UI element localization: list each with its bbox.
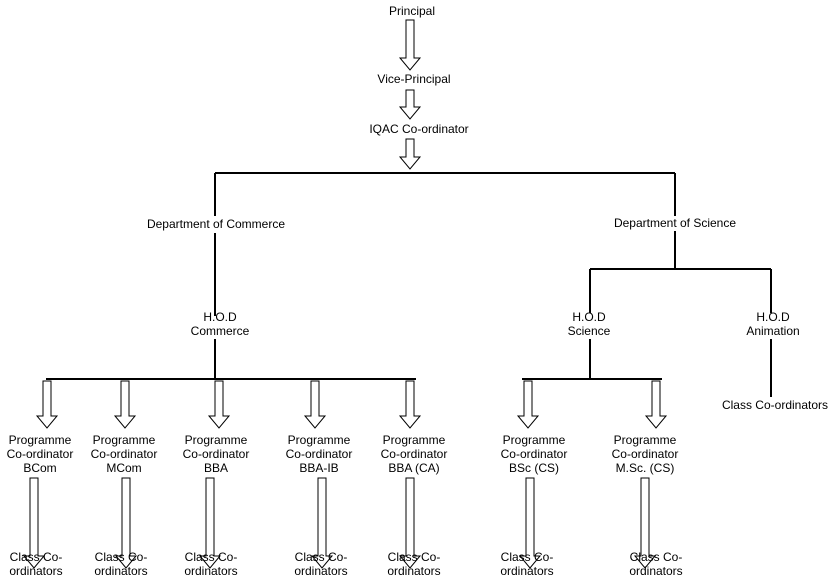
node-line: ordinators bbox=[629, 564, 682, 578]
node-line: Programme bbox=[503, 433, 566, 447]
node-line: Co-ordinator bbox=[612, 447, 679, 461]
node-iqac: IQAC Co-ordinator bbox=[369, 122, 468, 136]
node-dept-commerce: Department of Commerce bbox=[147, 217, 285, 231]
node-line: ordinators bbox=[94, 564, 147, 578]
arrow-bsc-to-class bbox=[518, 477, 542, 569]
hollow-arrows bbox=[22, 19, 668, 569]
node-line: Co-ordinator bbox=[286, 447, 353, 461]
node-line: IQAC Co-ordinator bbox=[369, 122, 468, 136]
node-line: BCom bbox=[23, 461, 56, 475]
arrow-principal-to-vice-principal bbox=[398, 19, 422, 71]
node-cc-bsc: Class Co-ordinators bbox=[500, 550, 553, 578]
arrow-hod-commerce-to-bcom bbox=[35, 380, 59, 429]
node-line: Vice-Principal bbox=[377, 72, 450, 86]
node-line: ordinators bbox=[500, 564, 553, 578]
node-line: M.Sc. (CS) bbox=[616, 461, 675, 475]
node-line: BBA (CA) bbox=[388, 461, 439, 475]
arrow-mcom-to-class bbox=[114, 477, 138, 569]
node-class-animation: Class Co-ordinators bbox=[722, 398, 828, 412]
node-cc-bbaca: Class Co-ordinators bbox=[387, 550, 440, 578]
node-line: Programme bbox=[185, 433, 248, 447]
node-principal: Principal bbox=[389, 4, 435, 18]
arrow-bbaca-to-class bbox=[398, 477, 422, 569]
node-line: ordinators bbox=[9, 564, 62, 578]
arrow-bcom-to-class bbox=[22, 477, 46, 569]
node-line: Class Co- bbox=[295, 550, 348, 564]
arrow-hod-commerce-to-mcom bbox=[113, 380, 137, 429]
node-line: Co-ordinator bbox=[7, 447, 74, 461]
node-line: H.O.D bbox=[203, 310, 237, 324]
node-line: Class Co-ordinators bbox=[722, 398, 828, 412]
node-line: Class Co- bbox=[630, 550, 683, 564]
arrow-hod-commerce-to-bbaib bbox=[303, 380, 327, 429]
arrow-msc-to-class bbox=[633, 477, 657, 569]
node-line: Co-ordinator bbox=[183, 447, 250, 461]
node-line: BSc (CS) bbox=[509, 461, 559, 475]
node-cc-bcom: Class Co-ordinators bbox=[9, 550, 62, 578]
node-line: Programme bbox=[288, 433, 351, 447]
node-vice-principal: Vice-Principal bbox=[377, 72, 450, 86]
arrow-bba-to-class bbox=[198, 477, 222, 569]
node-line: BBA-IB bbox=[299, 461, 338, 475]
arrow-hod-science-to-bsc bbox=[516, 380, 540, 429]
node-cc-mcom: Class Co-ordinators bbox=[94, 550, 147, 578]
node-cc-msc: Class Co-ordinators bbox=[629, 550, 682, 578]
node-line: Co-ordinator bbox=[501, 447, 568, 461]
node-line: MCom bbox=[106, 461, 141, 475]
node-line: Principal bbox=[389, 4, 435, 18]
node-line: H.O.D bbox=[572, 310, 606, 324]
node-line: Department of Science bbox=[614, 216, 736, 230]
node-line: Co-ordinator bbox=[381, 447, 448, 461]
arrow-vice-principal-to-iqac bbox=[398, 89, 422, 120]
node-line: Programme bbox=[93, 433, 156, 447]
arrow-hod-science-to-msc bbox=[644, 380, 668, 429]
node-line: Programme bbox=[383, 433, 446, 447]
node-line: Animation bbox=[746, 324, 799, 338]
arrow-hod-commerce-to-bbaca bbox=[398, 380, 422, 429]
node-line: ordinators bbox=[387, 564, 440, 578]
node-line: Programme bbox=[9, 433, 72, 447]
arrow-iqac-to-branch bbox=[398, 138, 422, 170]
node-line: Class Co- bbox=[95, 550, 148, 564]
node-cc-bba: Class Co-ordinators bbox=[184, 550, 237, 578]
node-line: Department of Commerce bbox=[147, 217, 285, 231]
node-line: Class Co- bbox=[10, 550, 63, 564]
node-line: H.O.D bbox=[756, 310, 790, 324]
connectors bbox=[46, 172, 772, 397]
node-line: Co-ordinator bbox=[91, 447, 158, 461]
node-line: ordinators bbox=[294, 564, 347, 578]
arrow-hod-commerce-to-bba bbox=[207, 380, 231, 429]
node-line: BBA bbox=[204, 461, 228, 475]
node-line: Programme bbox=[614, 433, 677, 447]
node-line: Class Co- bbox=[388, 550, 441, 564]
node-line: Class Co- bbox=[501, 550, 554, 564]
node-dept-science: Department of Science bbox=[614, 216, 736, 230]
node-line: Class Co- bbox=[185, 550, 238, 564]
node-line: Science bbox=[568, 324, 611, 338]
node-line: Commerce bbox=[191, 324, 250, 338]
arrow-bbaib-to-class bbox=[310, 477, 334, 569]
node-line: ordinators bbox=[184, 564, 237, 578]
node-cc-bbaib: Class Co-ordinators bbox=[294, 550, 347, 578]
